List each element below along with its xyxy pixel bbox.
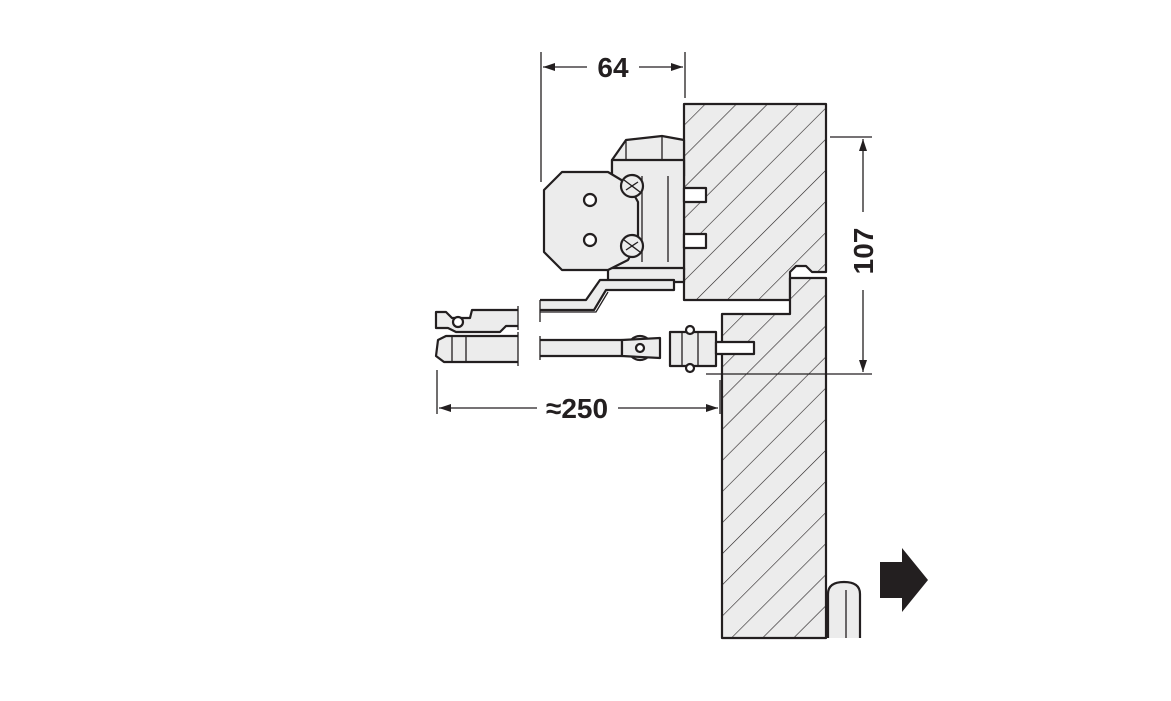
adjustment-screw-bottom [619, 233, 645, 259]
dimension-arm-length: ≈250 [436, 370, 721, 424]
adjustment-screw-top [619, 173, 645, 199]
link-arm [434, 332, 662, 366]
dimension-height-label: 107 [848, 228, 879, 275]
door-leaf [720, 276, 828, 640]
door-closer-body [542, 134, 708, 284]
dimension-arm-length-label: ≈250 [546, 393, 608, 424]
dimension-height: 107 [706, 136, 879, 375]
arrow-right-icon [880, 548, 928, 612]
dimension-width: 64 [540, 52, 686, 182]
door-frame [682, 102, 828, 302]
main-arm [434, 278, 676, 334]
dimension-width-label: 64 [597, 52, 629, 83]
door-handle [826, 580, 862, 638]
arm-shoe-bracket [668, 324, 756, 374]
